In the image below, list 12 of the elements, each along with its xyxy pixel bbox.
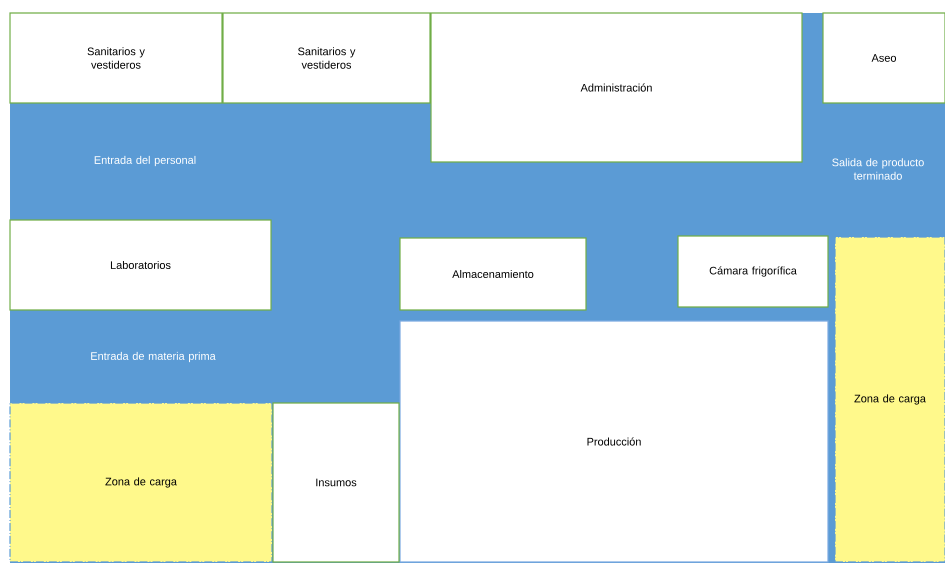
loading-zone: Zona de carga [834,236,945,563]
room-box: Aseo [822,12,945,104]
area-label: Salida de producto terminado [832,158,924,180]
area-label: Entrada del personal [94,156,196,166]
room-box: Sanitarios y vestideros [222,12,431,104]
room-box: Laboratorios [9,219,272,311]
room-box: Cámara frigorífica [677,235,829,308]
room-box: Sanitarios y vestideros [9,12,223,104]
room-box: Insumos [272,402,400,563]
area-label: Entrada de materia prima [91,352,216,362]
room-box: Almacenamiento [399,237,587,311]
loading-zone: Zona de carga [9,402,273,563]
